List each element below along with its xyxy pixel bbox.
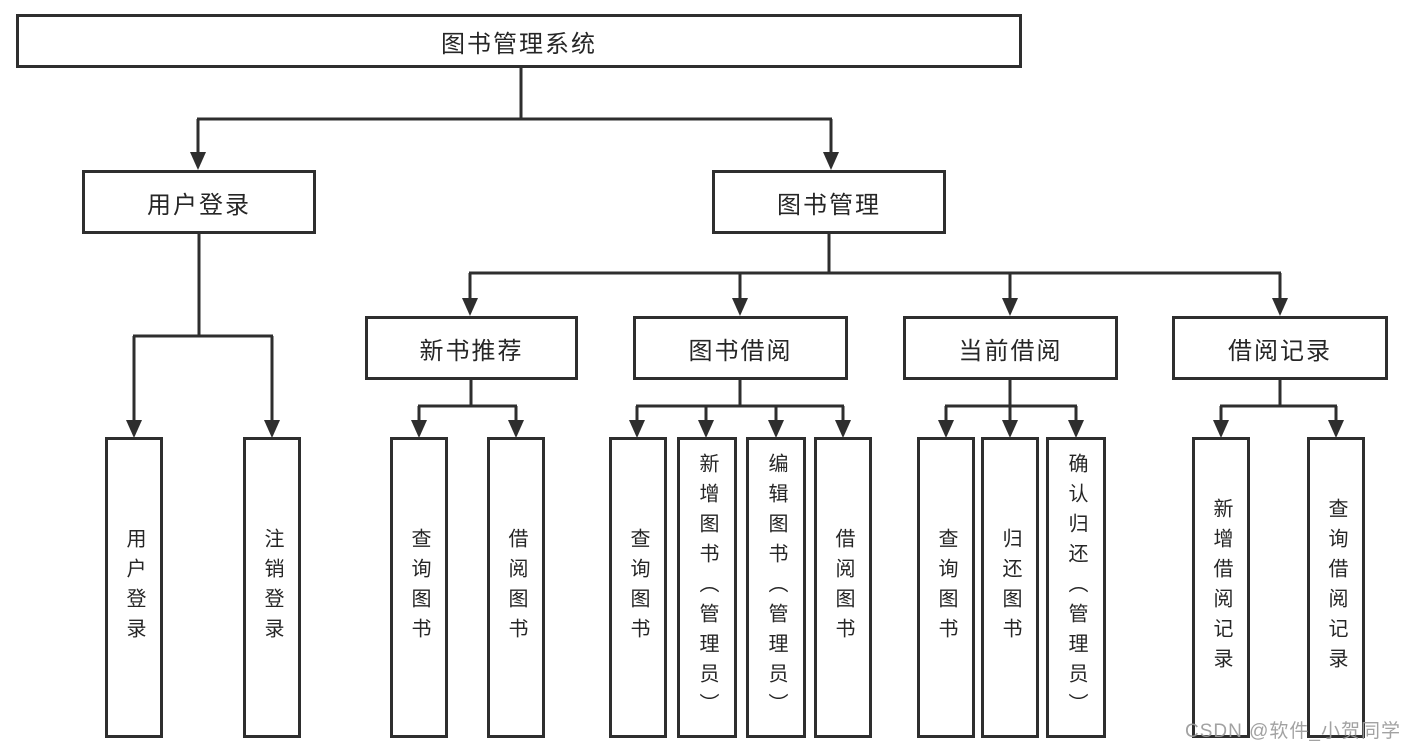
node-root: 图书管理系统: [16, 14, 1022, 68]
node-leaf-query-books-recommend: 查询图书: [390, 437, 448, 738]
node-leaf-confirm-return-admin: 确认归还（管理员）: [1046, 437, 1106, 738]
node-leaf-query-books-current: 查询图书: [917, 437, 975, 738]
leaf-label: 借阅图书: [832, 527, 854, 648]
leaf-label: 确认归还（管理员）: [1065, 452, 1087, 723]
leaf-label: 查询图书: [408, 527, 430, 648]
leaf-label: 归还图书: [999, 527, 1021, 648]
node-leaf-logout: 注销登录: [243, 437, 301, 738]
node-leaf-return-books: 归还图书: [981, 437, 1039, 738]
node-leaf-add-books-admin: 新增图书（管理员）: [677, 437, 737, 738]
node-leaf-edit-books-admin: 编辑图书（管理员）: [746, 437, 806, 738]
node-book-management: 图书管理: [712, 170, 946, 234]
node-borrowing-records: 借阅记录: [1172, 316, 1388, 380]
watermark: CSDN @软件_小贺同学: [1185, 721, 1401, 742]
leaf-label: 新增图书（管理员）: [696, 452, 718, 723]
node-leaf-borrow-books-borrowing: 借阅图书: [814, 437, 872, 738]
node-leaf-add-borrow-record: 新增借阅记录: [1192, 437, 1250, 738]
leaf-label: 查询图书: [627, 527, 649, 648]
node-current-borrowing: 当前借阅: [903, 316, 1118, 380]
leaf-label: 注销登录: [261, 527, 283, 648]
node-leaf-query-books-borrowing: 查询图书: [609, 437, 667, 738]
node-leaf-borrow-books-recommend: 借阅图书: [487, 437, 545, 738]
leaf-label: 查询借阅记录: [1325, 497, 1347, 678]
leaf-label: 借阅图书: [505, 527, 527, 648]
node-book-borrowing: 图书借阅: [633, 316, 848, 380]
leaf-label: 用户登录: [123, 527, 145, 648]
node-leaf-query-borrow-record: 查询借阅记录: [1307, 437, 1365, 738]
node-user-login: 用户登录: [82, 170, 316, 234]
leaf-label: 新增借阅记录: [1210, 497, 1232, 678]
node-new-book-recommend: 新书推荐: [365, 316, 578, 380]
leaf-label: 编辑图书（管理员）: [765, 452, 787, 723]
leaf-label: 查询图书: [935, 527, 957, 648]
node-leaf-user-login: 用户登录: [105, 437, 163, 738]
